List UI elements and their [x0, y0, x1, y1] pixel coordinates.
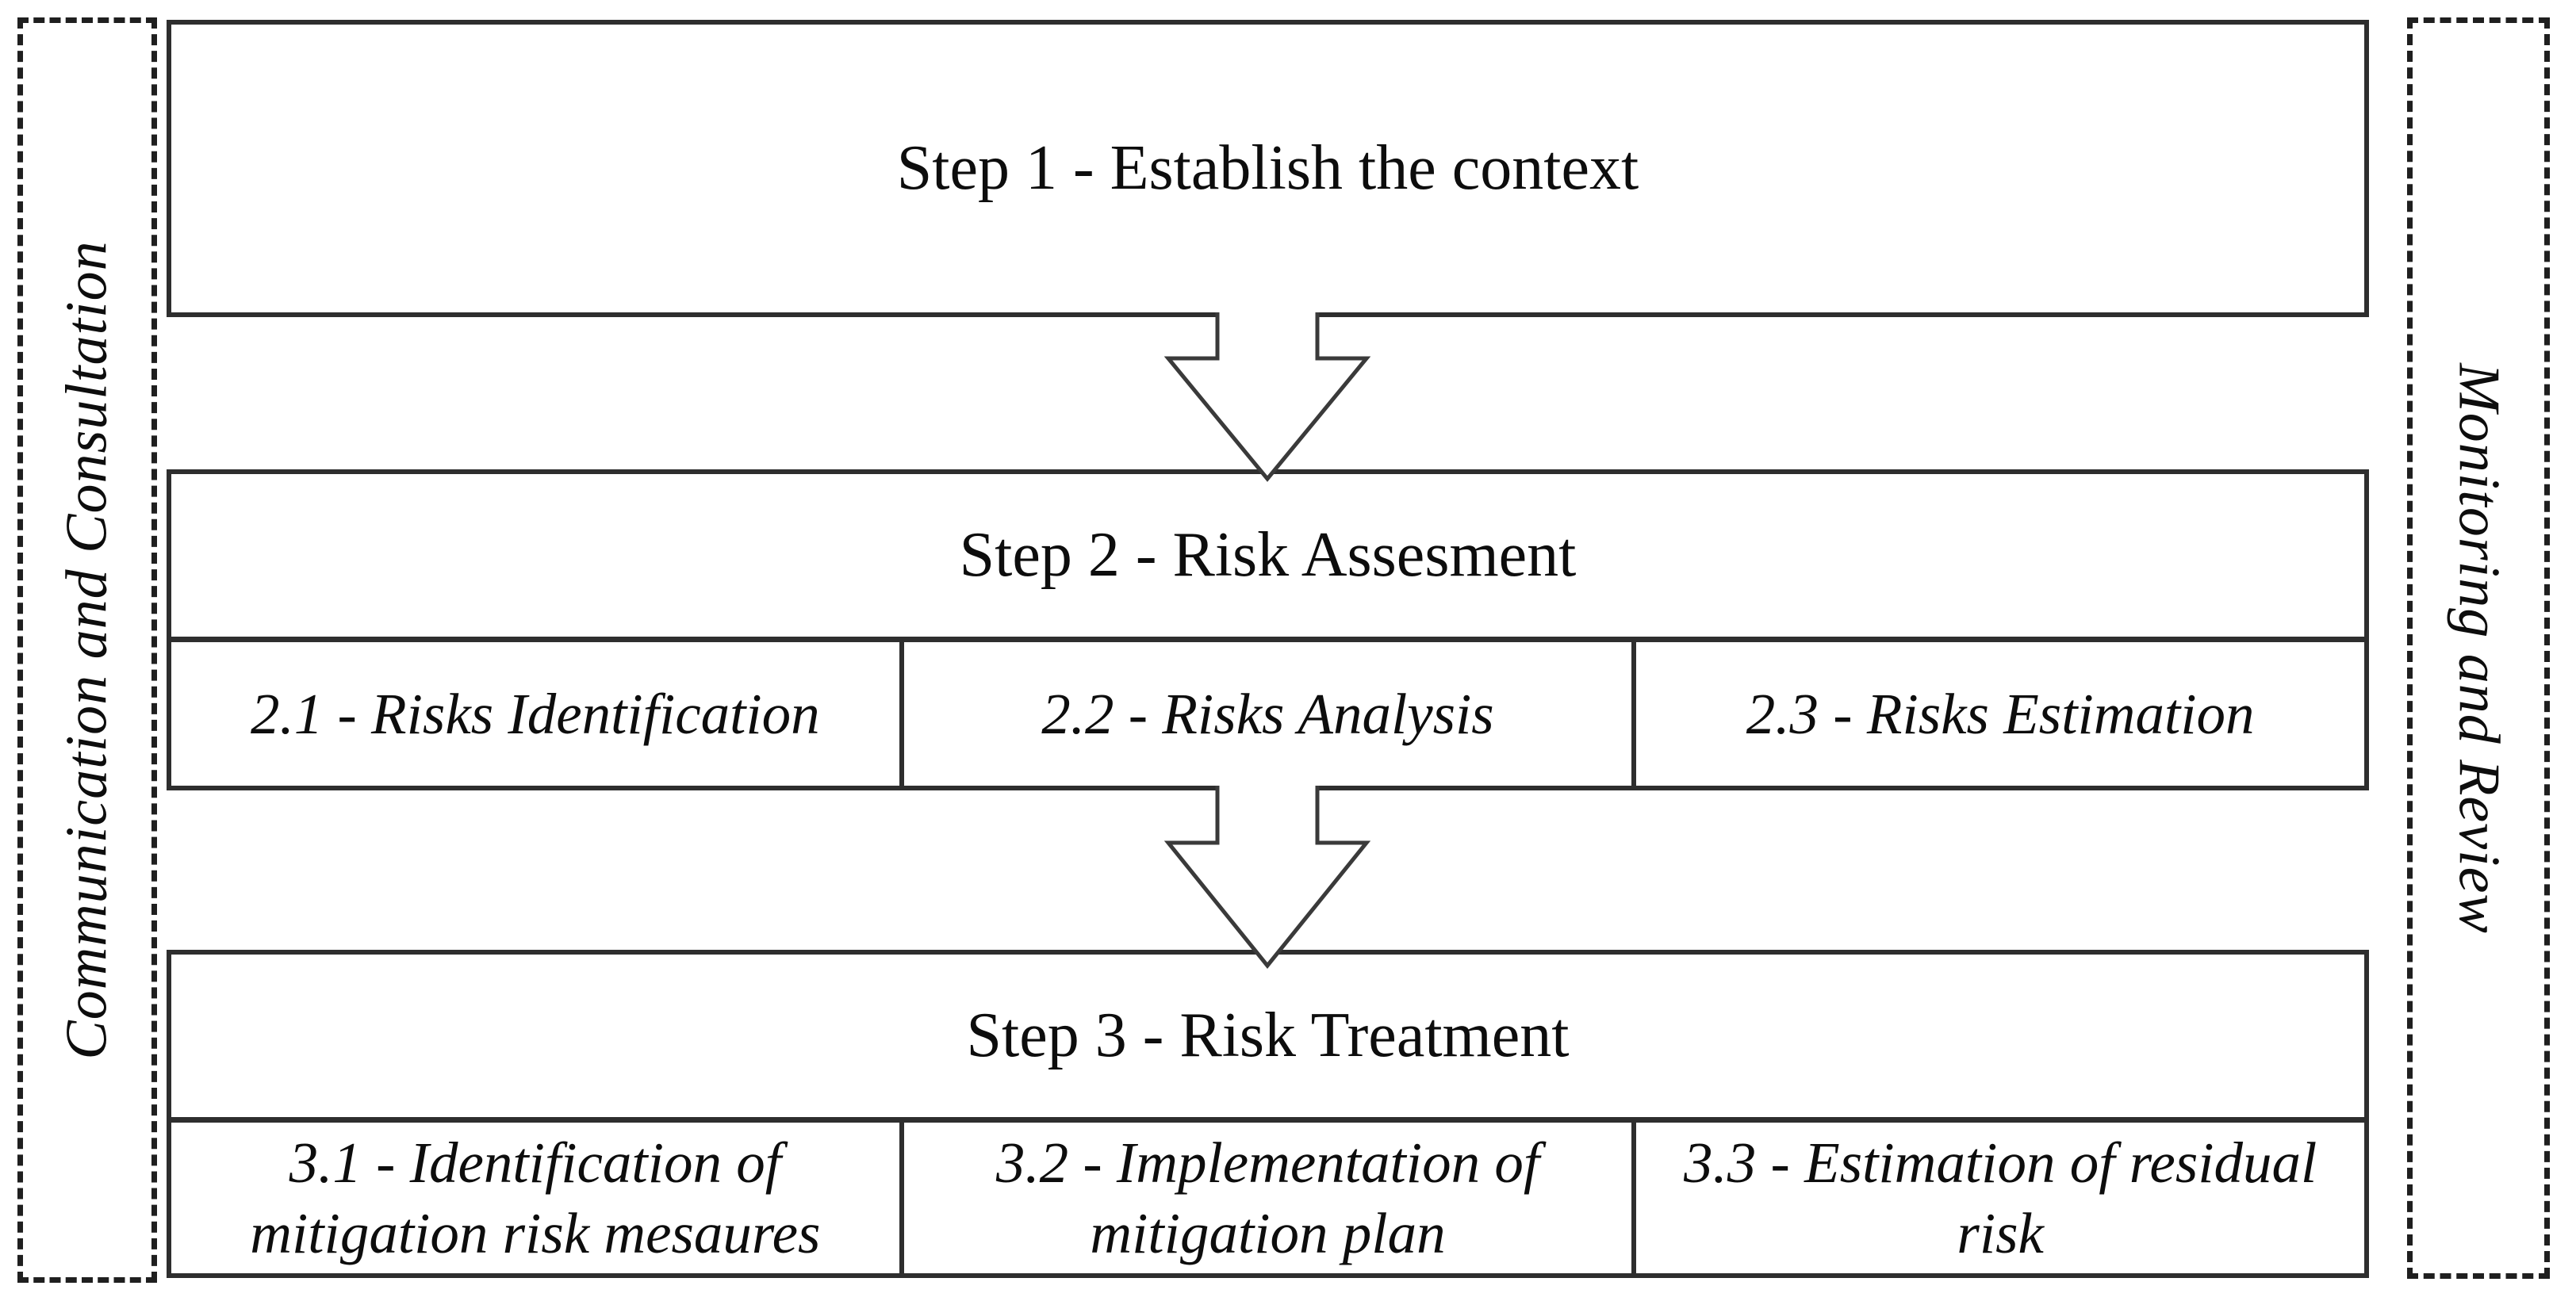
communication-consultation-label: Communication and Consultation [54, 240, 120, 1060]
communication-consultation-rail: Communication and Consultation [17, 17, 157, 1283]
substep-2-3-cell: 2.3 - Risks Estimation [1746, 681, 2255, 746]
step3-title: Step 3 - Risk Treatment [171, 955, 2364, 1123]
step1-box: Step 1 - Establish the context [167, 20, 2369, 317]
step1-title: Step 1 - Establish the context [896, 133, 1639, 203]
step2-box: Step 2 - Risk Assesment 2.1 - Risks Iden… [167, 469, 2369, 790]
down-arrow-icon [1164, 786, 1370, 970]
down-arrow-icon [1164, 312, 1370, 483]
substep-3-3-cell: 3.3 - Estimation of residual risk [1684, 1130, 2317, 1265]
step2-title: Step 2 - Risk Assesment [171, 474, 2364, 642]
substep-2-1-cell: 2.1 - Risks Identification [171, 642, 904, 786]
monitoring-review-rail: Monitoring and Review [2407, 17, 2550, 1279]
substep-2-2-cell: 2.2 - Risks Analysis [904, 642, 1637, 786]
substep-3-1-cell: 3.1 - Identification of mitigation risk … [171, 1123, 904, 1273]
monitoring-review-label: Monitoring and Review [2446, 362, 2512, 934]
step2-subrow: 2.1 - Risks Identification 2.2 - Risks A… [171, 642, 2364, 786]
step3-box: Step 3 - Risk Treatment 3.1 - Identifica… [167, 950, 2369, 1278]
step3-subrow: 3.1 - Identification of mitigation risk … [171, 1123, 2364, 1273]
substep-3-2-cell: 3.2 - Implementation of mitigation plan [904, 1123, 1637, 1273]
